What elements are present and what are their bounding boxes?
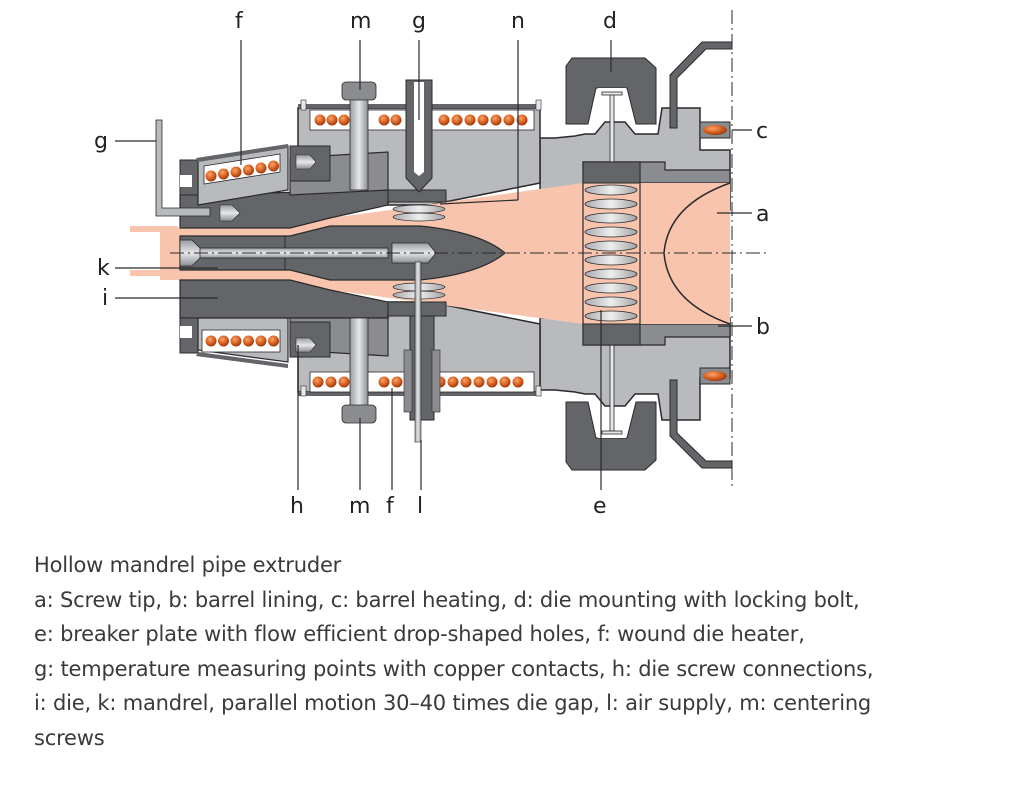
label-g-left: g bbox=[94, 129, 108, 154]
heater-coil bbox=[268, 335, 279, 347]
part-labels: f m g n d g c a k i b h m f l e bbox=[94, 9, 770, 519]
caption-line: screws bbox=[34, 725, 105, 750]
heater-coil bbox=[486, 376, 498, 388]
heater-coil bbox=[218, 335, 229, 347]
breaker-plate-hole bbox=[584, 310, 638, 322]
heater-coil bbox=[512, 376, 524, 388]
heater-coil bbox=[460, 376, 472, 388]
leader-lines bbox=[115, 40, 752, 490]
breaker-plate-hole bbox=[584, 254, 638, 266]
centering-screw-bottom bbox=[341, 317, 377, 424]
label-m-bottom: m bbox=[349, 494, 370, 519]
heater-coil bbox=[499, 376, 511, 388]
heater-coil bbox=[391, 376, 403, 388]
breaker-plate-hole bbox=[584, 212, 638, 224]
heater-coil bbox=[378, 376, 390, 388]
heater-coil bbox=[390, 114, 402, 126]
caption-line: g: temperature measuring points with cop… bbox=[34, 656, 874, 681]
spacer-spring bbox=[392, 212, 446, 222]
label-m-top: m bbox=[350, 9, 371, 34]
heater-coil bbox=[314, 114, 326, 126]
heater-coil bbox=[447, 376, 459, 388]
caption-line: i: die, k: mandrel, parallel motion 30–4… bbox=[34, 691, 872, 715]
die-screw-connection bbox=[219, 145, 331, 358]
centering-screw-top bbox=[341, 81, 377, 191]
label-n-top: n bbox=[511, 9, 525, 34]
heater-coil bbox=[503, 114, 515, 126]
label-e-bottom: e bbox=[593, 494, 607, 519]
heater-coil bbox=[243, 335, 254, 347]
breaker-plate-hole bbox=[584, 226, 638, 238]
air-supply-pipe bbox=[403, 261, 441, 443]
heater-coil bbox=[338, 114, 350, 126]
heater-coil bbox=[205, 170, 217, 182]
label-a-right: a bbox=[756, 202, 769, 227]
breaker-plate-hole bbox=[584, 296, 638, 308]
die-heater-left bbox=[196, 144, 289, 368]
housing-pins bbox=[300, 99, 542, 397]
label-f-bottom: f bbox=[386, 494, 395, 519]
label-k-left: k bbox=[97, 256, 110, 281]
label-c-right: c bbox=[756, 119, 768, 144]
die-mounting-clamp bbox=[565, 57, 657, 471]
spacer-spring bbox=[392, 204, 446, 214]
heater-coil bbox=[325, 376, 337, 388]
label-f-top: f bbox=[235, 9, 244, 34]
breaker-plate-hole bbox=[584, 282, 638, 294]
label-g-top: g bbox=[412, 9, 426, 34]
label-d-top: d bbox=[603, 9, 617, 34]
heater-coil bbox=[516, 114, 528, 126]
heater-coil bbox=[205, 335, 217, 347]
heater-coil bbox=[230, 335, 242, 347]
heater-coil bbox=[473, 376, 485, 388]
caption-line: a: Screw tip, b: barrel lining, c: barre… bbox=[34, 587, 860, 612]
breaker-plate-hole bbox=[584, 268, 638, 280]
heater-coil bbox=[378, 114, 390, 126]
heater-coil bbox=[477, 114, 489, 126]
label-b-right: b bbox=[756, 315, 770, 340]
caption-title: Hollow mandrel pipe extruder bbox=[34, 553, 342, 577]
heater-coil bbox=[438, 114, 450, 126]
heater-coil bbox=[218, 168, 229, 180]
breaker-plate-hole bbox=[584, 240, 638, 252]
heater-coil bbox=[243, 164, 254, 176]
label-h-bottom: h bbox=[290, 494, 304, 519]
temperature-sensor-left bbox=[155, 119, 211, 217]
heater-coil bbox=[255, 335, 267, 347]
extruder-cross-section-diagram: f m g n d g c a k i b h m f l e bbox=[94, 9, 770, 519]
caption-line: e: breaker plate with flow efficient dro… bbox=[34, 622, 805, 646]
label-i-left: i bbox=[102, 286, 108, 311]
heater-coil bbox=[338, 376, 350, 388]
heater-coil bbox=[451, 114, 463, 126]
heater-coil bbox=[464, 114, 476, 126]
heater-coil bbox=[230, 166, 242, 178]
temperature-sensor-top bbox=[405, 79, 433, 193]
figure-caption: Hollow mandrel pipe extruder a: Screw ti… bbox=[34, 548, 1004, 755]
heater-coil bbox=[312, 376, 324, 388]
heater-coil bbox=[490, 114, 502, 126]
barrel-heating bbox=[699, 121, 731, 385]
breaker-plate-hole bbox=[584, 198, 638, 210]
heater-coil bbox=[326, 114, 338, 126]
label-l-bottom: l bbox=[417, 494, 423, 519]
heater-coil bbox=[268, 160, 279, 172]
breaker-plate-hole bbox=[584, 184, 638, 196]
heater-coil bbox=[255, 162, 267, 174]
